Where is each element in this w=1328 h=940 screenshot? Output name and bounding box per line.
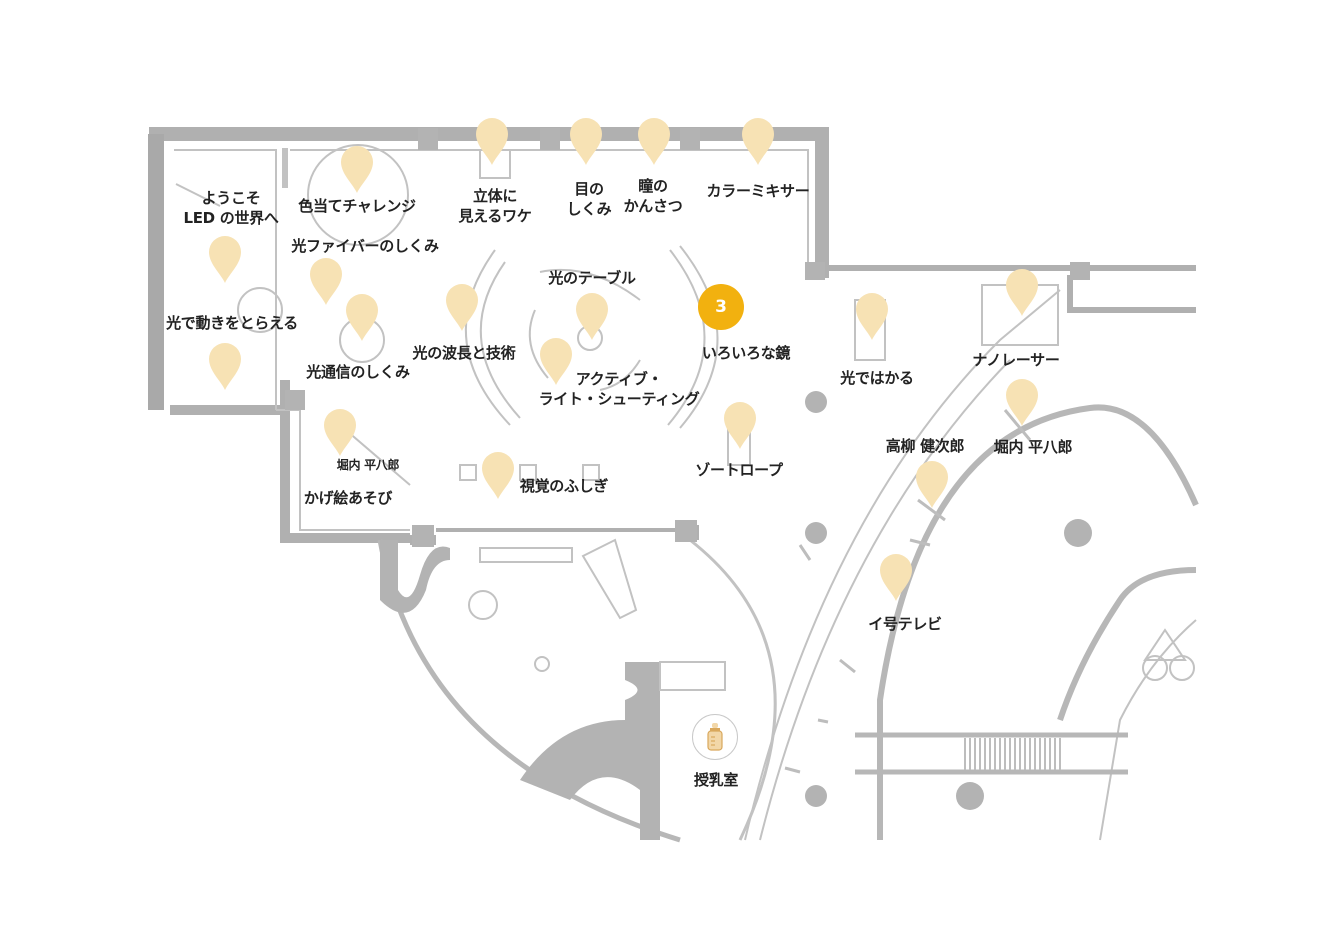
exhibit-label-comms[interactable]: 光通信のしくみ: [306, 363, 410, 381]
exhibit-pin-horiuchi-2[interactable]: [1004, 377, 1040, 427]
exhibit-label-motion[interactable]: 光で動きをとらえる: [166, 314, 298, 332]
exhibit-label-horiuchi-1[interactable]: 堀内 平八郎: [336, 458, 400, 472]
exhibit-pin-mixer[interactable]: [740, 116, 776, 166]
exhibit-label-pupil[interactable]: 瞳の かんさつ: [623, 177, 683, 215]
exhibit-label-shooting[interactable]: アクティブ・ ライト・シューティング: [538, 370, 700, 408]
exhibit-pin-measure[interactable]: [854, 291, 890, 341]
exhibit-label-horiuchi-2[interactable]: 堀内 平八郎: [993, 438, 1073, 456]
exhibit-label-eye[interactable]: 目の しくみ: [566, 180, 612, 218]
exhibit-label-fiber[interactable]: 光ファイバーのしくみ: [291, 237, 439, 255]
nursing-room-label: 授乳室: [693, 771, 739, 789]
exhibit-pin-shooting[interactable]: [538, 336, 574, 386]
exhibit-label-shadow[interactable]: かげ絵あそび: [303, 489, 393, 507]
exhibit-pin-welcome-2[interactable]: [207, 341, 243, 391]
exhibit-label-color-challenge[interactable]: 色当てチャレンジ: [298, 197, 416, 215]
exhibit-pin-horiuchi-1[interactable]: [322, 407, 358, 457]
exhibit-label-nanolaser[interactable]: ナノレーサー: [972, 351, 1060, 369]
exhibit-pin-takayanagi[interactable]: [914, 459, 950, 509]
exhibit-pin-fiber[interactable]: [308, 256, 344, 306]
exhibit-label-mirror[interactable]: いろいろな鏡: [701, 344, 791, 362]
exhibit-pin-3d[interactable]: [474, 116, 510, 166]
exhibit-pin-light-table[interactable]: [574, 291, 610, 341]
exhibit-label-welcome[interactable]: ようこそ LED の世界へ: [183, 189, 279, 227]
exhibit-label-mixer[interactable]: カラーミキサー: [706, 182, 810, 200]
exhibit-pin-zoetrope[interactable]: [722, 400, 758, 450]
baby-bottle-icon[interactable]: [692, 714, 738, 760]
exhibit-pin-pupil[interactable]: [636, 116, 672, 166]
exhibit-pin-comms[interactable]: [344, 292, 380, 342]
selected-exhibit-marker[interactable]: 3: [698, 284, 744, 330]
exhibit-label-vision[interactable]: 視覚のふしぎ: [519, 477, 609, 495]
exhibit-pin-eye[interactable]: [568, 116, 604, 166]
exhibit-label-light-table[interactable]: 光のテーブル: [548, 269, 636, 287]
exhibit-pin-welcome[interactable]: [207, 234, 243, 284]
exhibit-pin-wavelength[interactable]: [444, 282, 480, 332]
exhibit-label-wavelength[interactable]: 光の波長と技術: [412, 344, 516, 362]
exhibit-label-zoetrope[interactable]: ゾートロープ: [695, 461, 783, 479]
exhibit-label-tv[interactable]: イ号テレビ: [868, 615, 942, 633]
exhibit-label-3d[interactable]: 立体に 見えるワケ: [458, 187, 532, 225]
exhibit-label-measure[interactable]: 光ではかる: [840, 369, 914, 387]
exhibit-pin-nanolaser[interactable]: [1004, 267, 1040, 317]
exhibit-pin-color-challenge[interactable]: [339, 144, 375, 194]
exhibit-label-takayanagi[interactable]: 高柳 健次郎: [885, 437, 965, 455]
exhibit-pin-vision[interactable]: [480, 450, 516, 500]
exhibit-pin-tv[interactable]: [878, 552, 914, 602]
